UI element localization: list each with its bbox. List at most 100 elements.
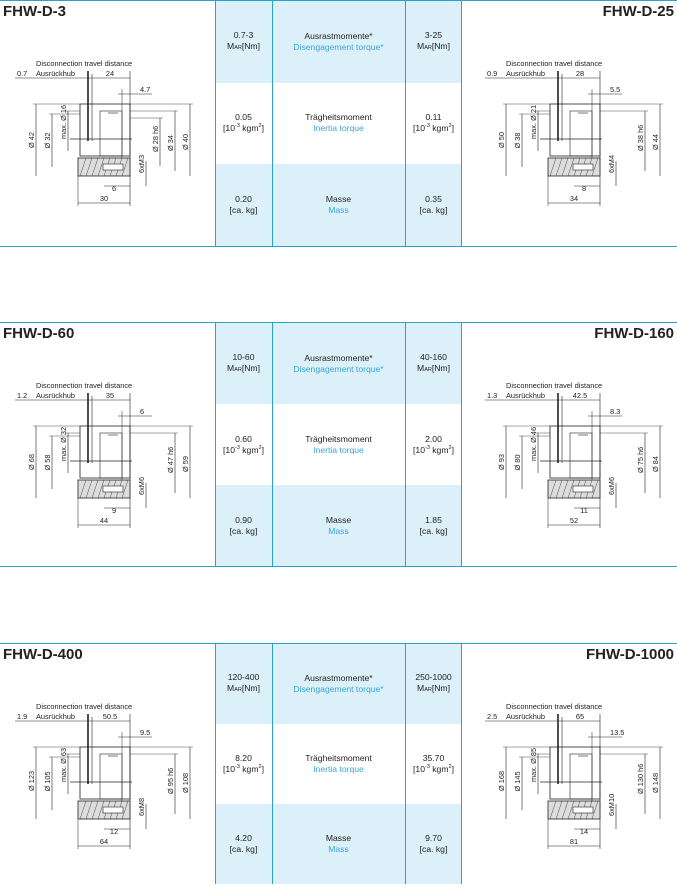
inertia-value: 8.20 — [235, 753, 252, 763]
length-value: 42.5 — [573, 391, 587, 400]
inertia-value: 35.70 — [422, 753, 445, 763]
unit-part: kgm — [239, 444, 259, 455]
inertia-value-cell: 0.05[10-3 kgm2] — [215, 83, 272, 165]
unit-part: ] — [451, 123, 454, 134]
screw — [102, 806, 124, 814]
mass-value-cell: 0.20[ca. kg] — [215, 164, 272, 246]
travel-label-en: Disconnection travel distance — [36, 59, 132, 68]
inertia-value-cell: 35.70[10-3 kgm2] — [405, 724, 462, 804]
hatch-line — [555, 479, 563, 499]
dimension-drawing: Disconnection travel distanceAusrückhub1… — [15, 702, 193, 849]
torque-value: 250-1000 — [415, 672, 452, 682]
torque-value: 3-25 — [424, 29, 443, 40]
unit-subscript: AR — [234, 366, 242, 373]
mass-label-de: Masse — [325, 514, 352, 525]
left-diameter-value: max. Ø 21 — [529, 105, 538, 139]
hatch-line — [555, 157, 563, 177]
travel-value: 1.3 — [487, 391, 497, 400]
thread-value: 6xM3 — [137, 155, 146, 173]
unit-exponent: 2 — [448, 123, 452, 130]
product-title: FHW-D-3 — [3, 3, 67, 20]
left-diameter-value: max. Ø 63 — [59, 748, 68, 782]
torque-value: 120-400 — [227, 672, 260, 682]
thread-value: 6xM6 — [137, 477, 146, 495]
hatch-line — [91, 800, 99, 820]
small-dimension-value: 11 — [580, 506, 588, 515]
mass-value-cell: 1.85[ca. kg] — [405, 485, 462, 566]
hatch-line — [567, 157, 575, 177]
left-diameter-value: Ø 50 — [497, 132, 506, 148]
inertia-value: 0.60 — [235, 433, 252, 444]
unit-exponent: -3 — [424, 123, 430, 130]
inertia-label-de: Trägheitsmoment — [305, 753, 372, 763]
hatch-line — [555, 800, 563, 820]
inertia-label-en: Inertia torque — [313, 123, 364, 134]
hatch-line — [567, 800, 575, 820]
inertia-unit: [10-3 kgm2] — [223, 445, 264, 456]
unit-exponent: 2 — [258, 123, 262, 130]
travel-label-en: Disconnection travel distance — [506, 59, 602, 68]
unit-exponent: 2 — [258, 444, 262, 451]
unit-subscript: AR — [424, 687, 432, 693]
unit-exponent: -3 — [234, 444, 240, 451]
offset-value: 9.5 — [140, 728, 150, 737]
length-value: 65 — [576, 712, 584, 721]
unit-part: kgm — [429, 123, 449, 134]
hatch-line — [121, 157, 129, 177]
small-dimension-value: 14 — [580, 827, 588, 836]
screw — [572, 485, 594, 493]
mass-label-en: Mass — [328, 525, 349, 536]
hatch-line — [591, 157, 599, 177]
torque-label-cell: Ausrastmomente*Disengagement torque* — [272, 323, 405, 404]
product-title: FHW-D-160 — [594, 325, 674, 342]
unit-exponent: -3 — [234, 123, 240, 130]
right-diameter-value: Ø 28 h6 — [151, 126, 160, 152]
thread-value: 6xM8 — [137, 798, 146, 816]
unit-part: ] — [451, 764, 454, 774]
hatch-line — [591, 800, 599, 820]
left-diameter-value: Ø 68 — [27, 454, 36, 470]
mass-label-de: Masse — [325, 194, 352, 205]
unit-exponent: -3 — [424, 444, 430, 451]
hatch-line — [79, 800, 87, 820]
travel-label-de: Ausrückhub — [506, 391, 545, 400]
torque-label-cell: Ausrastmomente*Disengagement torque* — [272, 1, 405, 83]
inertia-value-cell: 8.20[10-3 kgm2] — [215, 724, 272, 804]
travel-label-de: Ausrückhub — [506, 69, 545, 78]
total-length-value: 64 — [100, 837, 108, 846]
left-diameter-value: Ø 32 — [43, 132, 52, 148]
hatch-line — [567, 479, 575, 499]
inertia-unit: [10-3 kgm2] — [413, 123, 454, 134]
right-diameter-value: Ø 40 — [181, 134, 190, 150]
hatch-line — [85, 479, 93, 499]
screw — [572, 163, 594, 171]
length-value: 50.5 — [103, 712, 117, 721]
mass-label-de: Masse — [325, 833, 352, 843]
thread-value: 6xM6 — [607, 477, 616, 495]
right-diameter-value: Ø 38 h6 — [636, 125, 645, 151]
torque-unit: MAR[Nm] — [417, 363, 450, 376]
left-diameter-value: Ø 145 — [513, 771, 522, 791]
inertia-value-cell: 0.11[10-3 kgm2] — [405, 83, 462, 165]
torque-unit: MAR[Nm] — [227, 683, 260, 696]
thread-value: 6xM10 — [607, 794, 616, 816]
drawing-group: Disconnection travel distanceAusrückhub1… — [485, 381, 663, 528]
table-divider — [215, 1, 216, 246]
right-diameter-value: Ø 34 — [166, 135, 175, 151]
small-dimension-value: 9 — [112, 506, 116, 515]
mass-unit: [ca. kg] — [419, 525, 448, 536]
inertia-unit: [10-3 kgm2] — [413, 764, 454, 775]
hatch-line — [561, 479, 569, 499]
travel-label-de: Ausrückhub — [36, 391, 75, 400]
inertia-label-en: Inertia torque — [313, 764, 364, 774]
torque-unit: MAR[Nm] — [417, 41, 450, 54]
right-diameter-value: Ø 44 — [651, 134, 660, 150]
